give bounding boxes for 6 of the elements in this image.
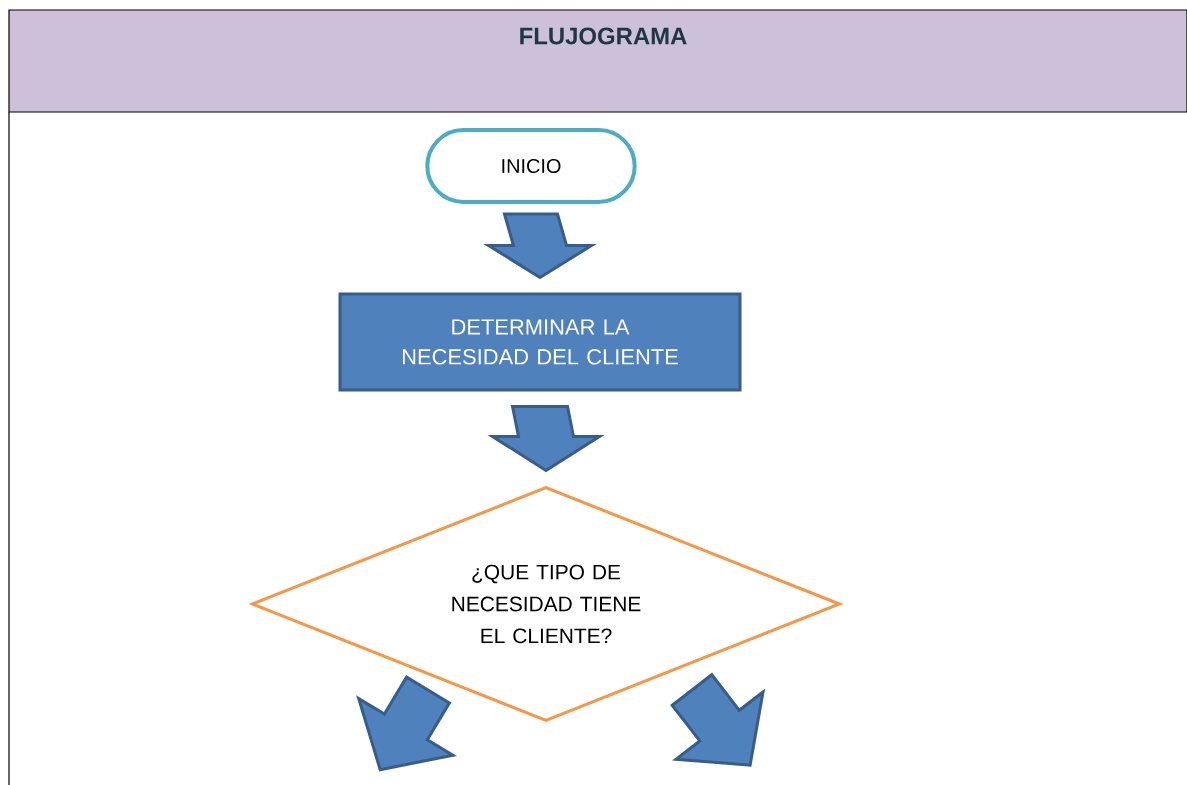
process-box: DETERMINAR LA NECESIDAD DEL CLIENTE: [338, 292, 742, 392]
title-banner: FLUJOGRAMA: [8, 9, 1187, 113]
block-arrow: [487, 405, 605, 473]
block-arrow: [356, 675, 458, 772]
block-arrow: [483, 212, 597, 280]
terminal-box: INICIO: [425, 128, 637, 204]
